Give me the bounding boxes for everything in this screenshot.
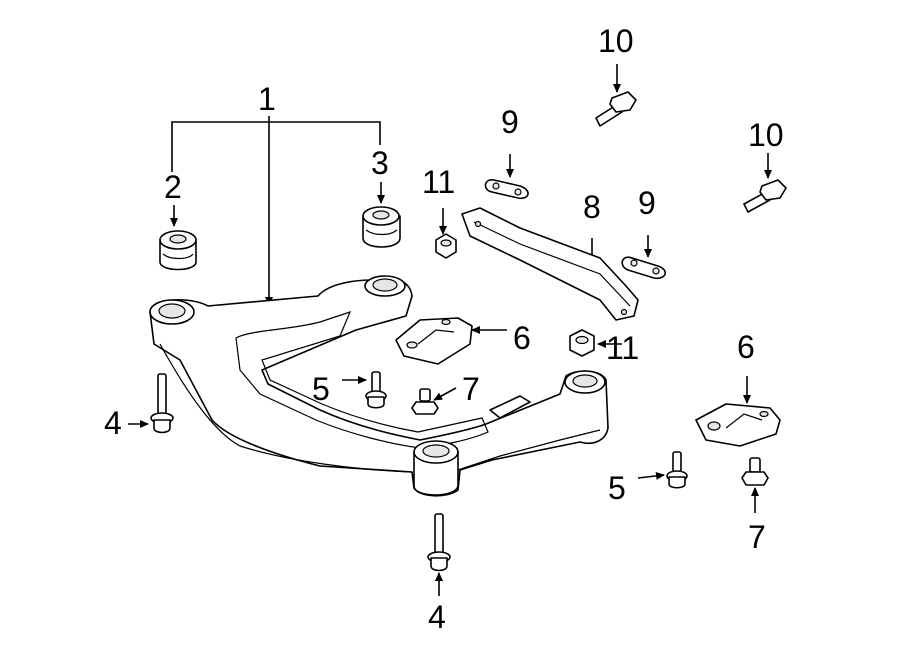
subframe-part [149, 275, 609, 497]
callout-6-left: 6 [513, 320, 531, 356]
nut-part-11-right [569, 329, 595, 357]
callout-5-right: 5 [608, 470, 626, 506]
callout-5-left: 5 [312, 371, 330, 407]
callout-8: 8 [583, 189, 601, 225]
callout-11-left: 11 [422, 164, 455, 200]
shim-part-9-right [621, 256, 666, 280]
bushing-part-3 [362, 206, 401, 248]
bracket-part-6-left [395, 317, 473, 365]
callout-9-left: 9 [501, 104, 519, 140]
leader-lines [128, 64, 772, 596]
nut-part-11-left [435, 233, 457, 259]
callout-10-top: 10 [598, 23, 634, 59]
shim-part-9-left [484, 179, 529, 200]
bolt-part-5-right [666, 451, 688, 489]
bolt-part-4-bottom [427, 513, 451, 572]
bracket-part-6-right [695, 403, 781, 447]
callout-1: 1 [258, 81, 276, 117]
bolt-part-5-left [365, 371, 387, 409]
callout-11-right: 11 [606, 330, 639, 366]
callout-3: 3 [371, 145, 389, 181]
callout-4-bottom: 4 [428, 599, 446, 635]
bolt-part-10-top [595, 91, 637, 127]
stud-part-7-right [741, 457, 769, 486]
bolt-part-4-left [150, 373, 174, 434]
brace-part-8 [461, 207, 639, 321]
callout-7-right: 7 [748, 519, 766, 555]
stud-part-7-left [411, 388, 439, 415]
bushing-part-2 [159, 230, 197, 271]
callout-10-right: 10 [748, 117, 784, 153]
callout-7-left: 7 [462, 371, 480, 407]
callout-9-right: 9 [638, 185, 656, 221]
callout-4-left: 4 [104, 405, 122, 441]
callout-6-right: 6 [737, 329, 755, 365]
bolt-part-10-right [743, 179, 787, 213]
callout-2: 2 [164, 169, 182, 205]
